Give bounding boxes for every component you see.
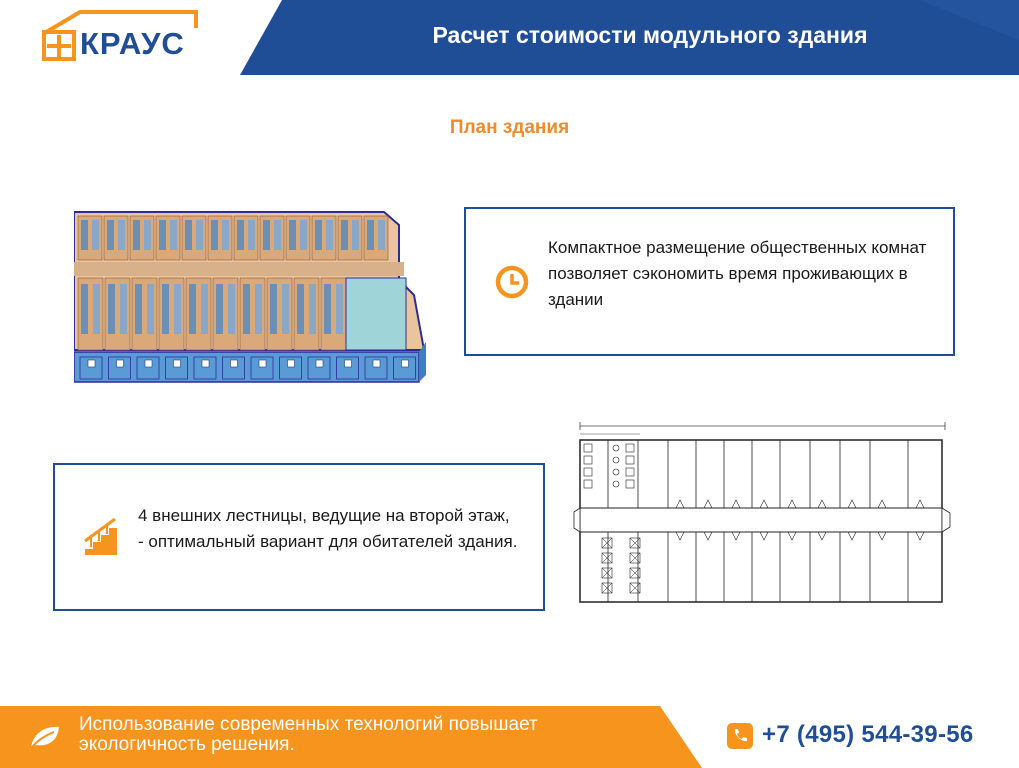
floor-plan-drawing bbox=[570, 412, 955, 612]
stairs-icon bbox=[83, 515, 121, 562]
feature-card-compact: Компактное размещение общественных комна… bbox=[464, 207, 955, 356]
section-title: План здания bbox=[449, 117, 570, 138]
leaf-icon bbox=[28, 724, 62, 755]
header-band bbox=[240, 0, 1019, 75]
building-render-image bbox=[73, 210, 426, 386]
phone-icon bbox=[727, 723, 753, 754]
house-logo-icon bbox=[41, 10, 198, 61]
footer-band bbox=[0, 706, 702, 768]
clock-icon bbox=[494, 264, 530, 305]
phone-number-link[interactable]: +7 (495) 544-39-56 bbox=[762, 721, 974, 748]
feature-card-stairs: 4 внешних лестницы, ведущие на второй эт… bbox=[53, 463, 545, 611]
feature-text: Компактное размещение общественных комна… bbox=[548, 238, 927, 309]
logo-text: КРАУС bbox=[80, 26, 185, 61]
company-logo[interactable]: КРАУС bbox=[40, 8, 210, 68]
page-title: Расчет стоимости модульного здания bbox=[432, 22, 868, 48]
feature-text: 4 внешних лестницы, ведущие на второй эт… bbox=[138, 506, 518, 551]
footer-slogan: Использование современных технологий пов… bbox=[79, 714, 538, 755]
